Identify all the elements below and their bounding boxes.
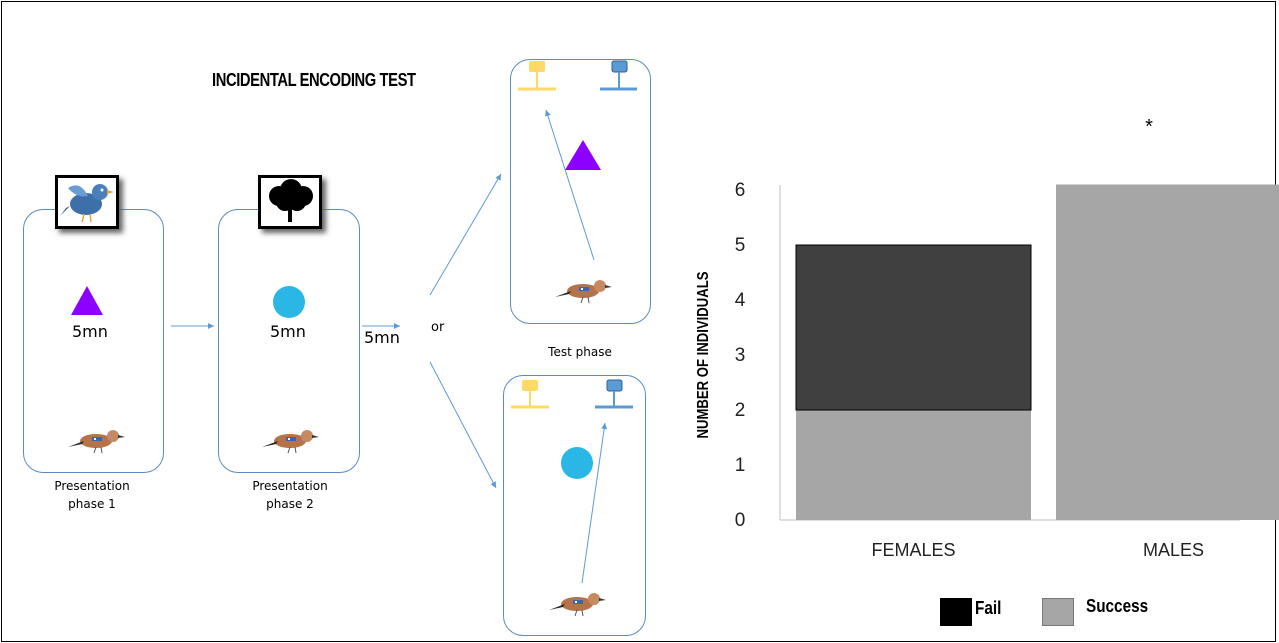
presentation-phase-1-card — [23, 209, 164, 473]
presentation-phase-2-card — [218, 209, 360, 473]
bar-females-success — [796, 410, 1031, 520]
blue-circle — [273, 286, 305, 318]
phase2-time-label: 5mn — [270, 322, 306, 341]
trajectory-arrow-bottom — [581, 422, 608, 584]
tree-stimulus-box — [258, 175, 322, 229]
purple-triangle-test — [565, 140, 601, 170]
or-label: or — [431, 320, 445, 335]
y-tick-label-4: 4 — [735, 290, 746, 311]
diagram-title: INCIDENTAL ENCODING TEST — [212, 70, 416, 90]
y-tick-label-2: 2 — [735, 400, 746, 421]
y-tick-label-1: 1 — [735, 455, 746, 476]
bird-stimulus-icon — [60, 184, 114, 223]
y-axis-label: NUMBER OF INDIVIDUALS — [695, 271, 712, 439]
between-time-label: 5mn — [364, 328, 400, 347]
legend-swatch-success — [1042, 598, 1074, 626]
diagram-graphics — [67, 60, 637, 617]
phase2-caption: Presentation phase 2 — [252, 479, 328, 511]
significance-annotation: * — [1145, 116, 1153, 138]
x-tick-label-females: FEMALES — [871, 540, 955, 560]
bar-males-success — [1056, 184, 1279, 520]
yellow-marker — [522, 380, 538, 391]
y-tick-label-6: 6 — [735, 180, 746, 201]
bar-females-fail — [795, 244, 1032, 411]
arrow-to-test-bottom — [429, 361, 497, 489]
test-phase-caption: Test phase — [548, 345, 612, 359]
test-phase-card-bottom — [503, 375, 646, 636]
phase1-time-label: 5mn — [72, 322, 108, 341]
test-phase-card-top — [510, 59, 651, 324]
trajectory-arrow-top — [544, 109, 595, 261]
phase1-caption: Presentation phase 1 — [54, 479, 130, 511]
y-tick-label-5: 5 — [735, 235, 746, 256]
x-tick-label-males: MALES — [1143, 540, 1204, 560]
bird-stimulus-box — [55, 175, 119, 229]
legend-swatch-fail — [940, 598, 972, 626]
purple-triangle — [71, 286, 103, 315]
y-tick-label-3: 3 — [735, 345, 746, 366]
y-tick-label-0: 0 — [735, 510, 746, 531]
legend-label-success: Success — [1086, 596, 1149, 616]
tree-stimulus-icon — [269, 179, 313, 222]
arrow-to-test-top — [429, 173, 502, 296]
legend-label-fail: Fail — [975, 598, 1002, 618]
yellow-marker — [529, 61, 545, 72]
blue-circle-test — [561, 447, 593, 479]
